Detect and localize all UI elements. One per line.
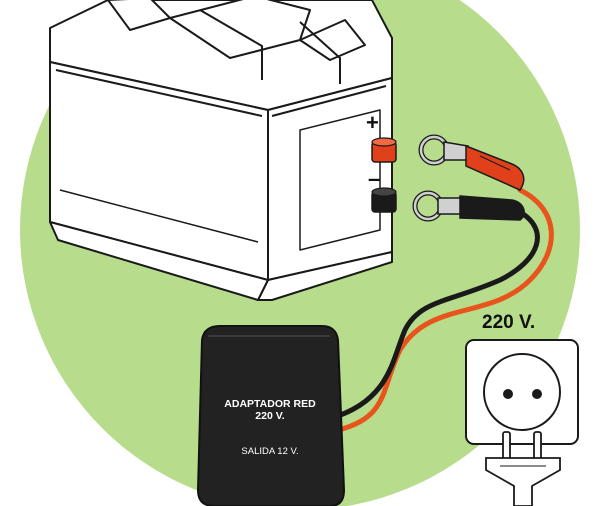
positive-terminal: [371, 137, 397, 163]
red-clamp-connector: [418, 134, 525, 191]
negative-terminal: [371, 187, 397, 213]
power-plug-icon: [485, 431, 561, 506]
wall-socket-icon: [465, 339, 579, 445]
adapter-title: ADAPTADOR RED 220 V.: [204, 398, 336, 422]
red-cable: [327, 187, 554, 435]
power-adapter-box: [196, 325, 346, 506]
negative-sign-label: –: [368, 166, 381, 191]
black-clamp-connector: [412, 190, 525, 222]
black-cable: [329, 209, 540, 421]
car-battery-icon: [49, 0, 393, 301]
positive-sign-label: +: [366, 110, 379, 135]
voltage-label: 220 V.: [482, 312, 536, 333]
adapter-title-line2: 220 V.: [255, 410, 285, 422]
adapter-title-line1: ADAPTADOR RED: [224, 398, 316, 410]
adapter-output-label: SALIDA 12 V.: [241, 446, 299, 457]
